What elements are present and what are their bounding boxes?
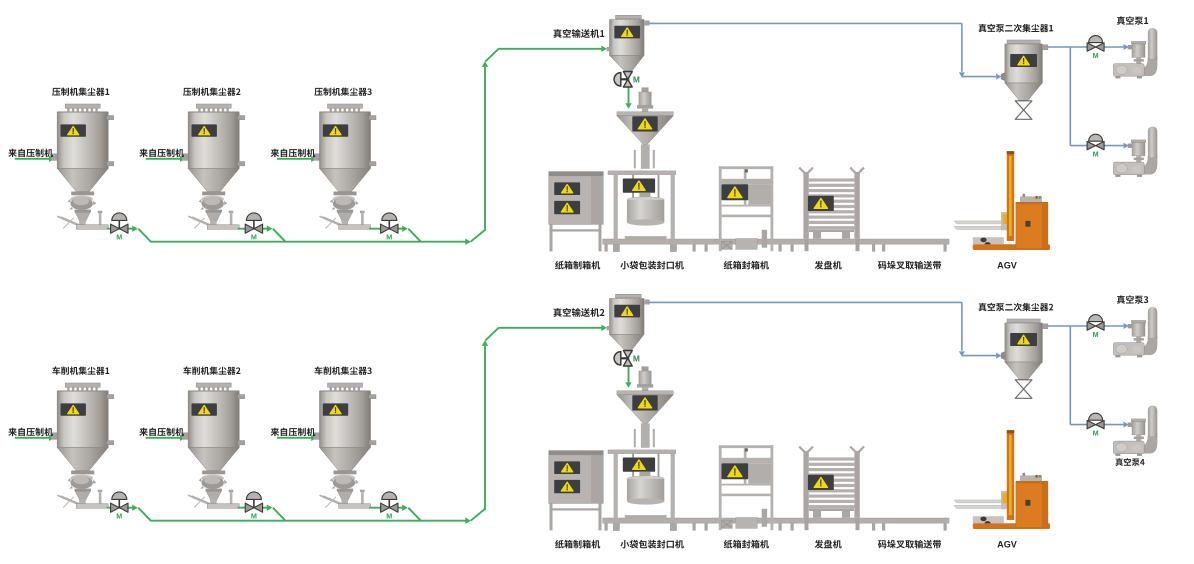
svg-text:AGV: AGV [997,540,1017,550]
svg-text:AGV: AGV [997,261,1017,271]
